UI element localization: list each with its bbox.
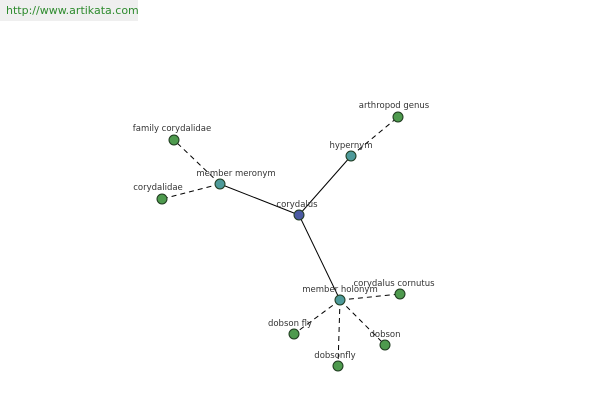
label-member-holonym: member holonym xyxy=(302,285,377,295)
label-arthropod-genus: arthropod genus xyxy=(359,101,430,111)
node-member-meronym[interactable] xyxy=(214,178,226,190)
node-dobsonfly[interactable] xyxy=(332,360,344,372)
label-family-corydalidae: family corydalidae xyxy=(133,124,212,134)
label-dobsonfly: dobsonfly xyxy=(314,351,355,361)
node-family-corydalidae[interactable] xyxy=(168,134,180,146)
node-corydalus[interactable] xyxy=(293,209,305,221)
edge-member-holonym-to-dobson xyxy=(339,299,386,346)
node-member-holonym[interactable] xyxy=(334,294,346,306)
edge-member-meronym-to-corydalidae xyxy=(161,183,221,200)
label-corydalidae: corydalidae xyxy=(133,183,183,193)
edge-center-to-member-meronym xyxy=(219,183,300,216)
label-dobson-fly: dobson fly xyxy=(268,319,312,329)
node-dobson[interactable] xyxy=(379,339,391,351)
edge-member-holonym-to-corydalus-cornutus xyxy=(339,293,401,301)
node-corydalidae[interactable] xyxy=(156,193,168,205)
edge-center-to-hypernym xyxy=(298,155,352,216)
label-corydalus: corydalus xyxy=(276,200,318,210)
edge-member-holonym-to-dobson-fly xyxy=(293,299,341,335)
node-corydalus-cornutus[interactable] xyxy=(394,288,406,300)
node-dobson-fly[interactable] xyxy=(288,328,300,340)
graph-nodes xyxy=(156,111,406,372)
edge-hypernym-to-arthropod-genus xyxy=(350,116,399,157)
label-hypernym: hypernym xyxy=(329,141,372,151)
graph-labels: corydalus hypernym member meronym member ho… xyxy=(133,101,435,361)
label-corydalus-cornutus: corydalus cornutus xyxy=(353,279,435,289)
edge-center-to-member-holonym xyxy=(298,214,341,301)
edge-member-holonym-to-dobsonfly xyxy=(337,299,341,367)
node-arthropod-genus[interactable] xyxy=(392,111,404,123)
site-url-banner[interactable]: http://www.artikata.com xyxy=(0,0,139,21)
node-hypernym[interactable] xyxy=(345,150,357,162)
label-member-meronym: member meronym xyxy=(196,169,275,179)
edge-member-meronym-to-family-corydalidae xyxy=(173,139,221,185)
graph-edges xyxy=(161,116,401,367)
label-dobson: dobson xyxy=(369,330,400,340)
